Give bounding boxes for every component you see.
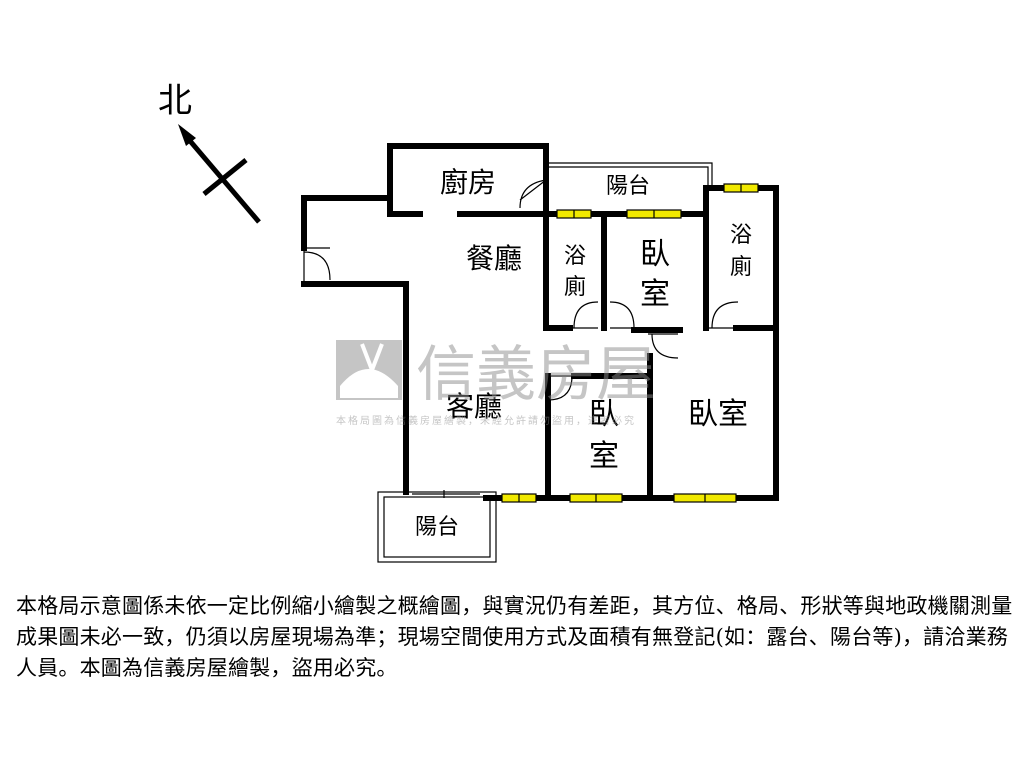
windows — [501, 183, 759, 503]
compass-arrow-icon — [178, 124, 196, 146]
watermark-notice: 本格局圖為信義房屋繪製，未經允許請勿盜用，違者必究 — [336, 414, 636, 427]
room-label-bedroom-2-line1: 臥 — [589, 397, 619, 432]
room-label-bedroom-1-line2: 室 — [640, 277, 670, 312]
balcony-bottom-railing — [377, 490, 497, 563]
floor-plan: 北 — [158, 81, 779, 563]
balcony-top-railing — [548, 162, 713, 186]
room-label-bedroom-2-line2: 室 — [589, 439, 619, 474]
room-labels: 廚房 陽台 餐廳 浴 廁 臥 室 浴 廁 客廳 臥 室 臥室 陽台 — [415, 166, 752, 540]
watermark-brand: 信義房屋 — [416, 340, 656, 410]
doors — [303, 179, 739, 401]
room-label-bedroom-1-line1: 臥 — [640, 237, 670, 272]
north-compass: 北 — [158, 81, 261, 224]
room-label-bath-1-line1: 浴 — [564, 244, 586, 269]
disclaimer-text: 本格局示意圖係未依一定比例縮小繪製之概繪圖，與實況仍有差距，其方位、格局、形狀等… — [16, 594, 1013, 680]
watermark: 信義房屋 本格局圖為信義房屋繪製，未經允許請勿盜用，違者必究 — [336, 340, 656, 427]
room-label-balcony-bottom: 陽台 — [415, 515, 459, 540]
compass-north-label: 北 — [158, 81, 192, 121]
room-label-bedroom-3: 臥室 — [688, 397, 748, 432]
room-label-bath-2-line2: 廁 — [730, 255, 752, 280]
room-label-kitchen: 廚房 — [440, 166, 496, 199]
room-label-bath-1-line2: 廁 — [564, 275, 586, 300]
room-label-dining: 餐廳 — [466, 242, 522, 275]
room-label-bath-2-line1: 浴 — [730, 223, 752, 248]
watermark-logo-icon — [336, 340, 402, 400]
room-label-balcony-top: 陽台 — [606, 174, 650, 199]
compass-cross — [202, 158, 248, 196]
walls — [301, 143, 779, 501]
room-label-living: 客廳 — [446, 390, 502, 423]
